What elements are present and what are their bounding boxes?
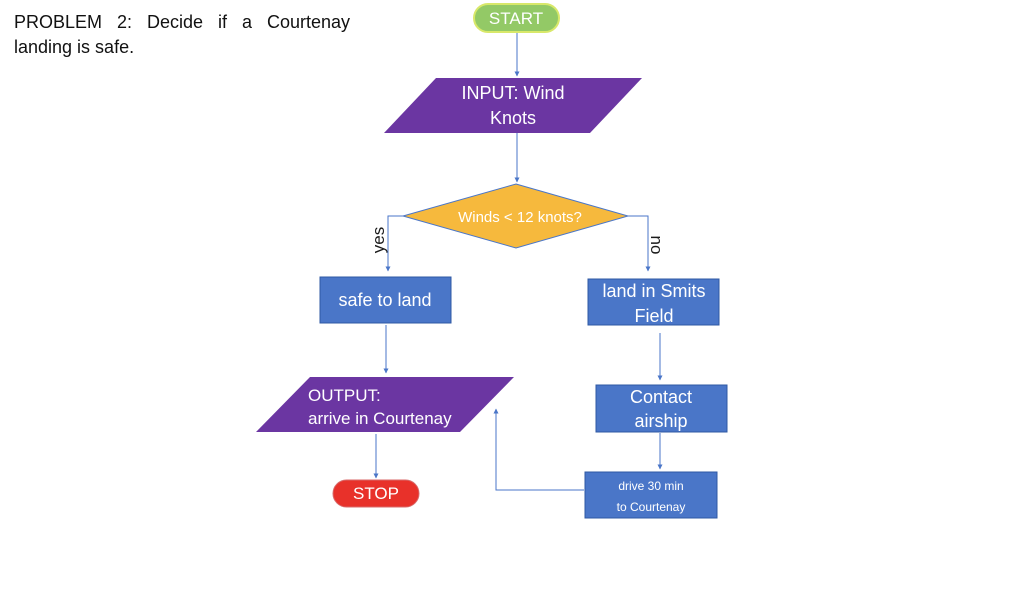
input-label-line1: INPUT: Wind	[461, 83, 564, 103]
problem-statement: PROBLEM 2: Decide if a Courtenay landing…	[14, 12, 350, 57]
safe-label: safe to land	[338, 290, 431, 310]
drive-label-line2: to Courtenay	[617, 500, 686, 514]
smits-label-line1: land in Smits	[602, 281, 705, 301]
output-label-line2: arrive in Courtenay	[308, 409, 452, 428]
drive-process: drive 30 min to Courtenay	[584, 471, 718, 519]
contact-label-line1: Contact	[630, 387, 692, 407]
contact-label-line2: airship	[634, 411, 687, 431]
edge-drive-output	[493, 408, 584, 491]
drive-label-line1: drive 30 min	[618, 479, 683, 493]
decision-diamond: Winds < 12 knots?	[401, 183, 630, 249]
stop-label: STOP	[353, 484, 399, 503]
input-label-line2: Knots	[490, 108, 536, 128]
edge-decision-no	[628, 215, 651, 272]
stop-terminator: STOP	[332, 479, 420, 508]
contact-airship-process: Contact airship	[595, 384, 728, 433]
safe-to-land-process: safe to land	[319, 276, 452, 324]
yes-label: yes	[369, 227, 388, 253]
no-label: no	[647, 236, 666, 255]
smits-field-process: land in Smits Field	[587, 278, 720, 326]
edge-decision-yes	[385, 215, 403, 272]
decision-label: Winds < 12 knots?	[458, 209, 582, 226]
start-label: START	[489, 9, 543, 28]
start-terminator: START	[473, 3, 560, 33]
output-label-line1: OUTPUT:	[308, 386, 381, 405]
output-parallelogram: OUTPUT: arrive in Courtenay	[256, 377, 514, 432]
input-parallelogram: INPUT: Wind Knots	[384, 78, 642, 133]
smits-label-line2: Field	[634, 306, 673, 326]
